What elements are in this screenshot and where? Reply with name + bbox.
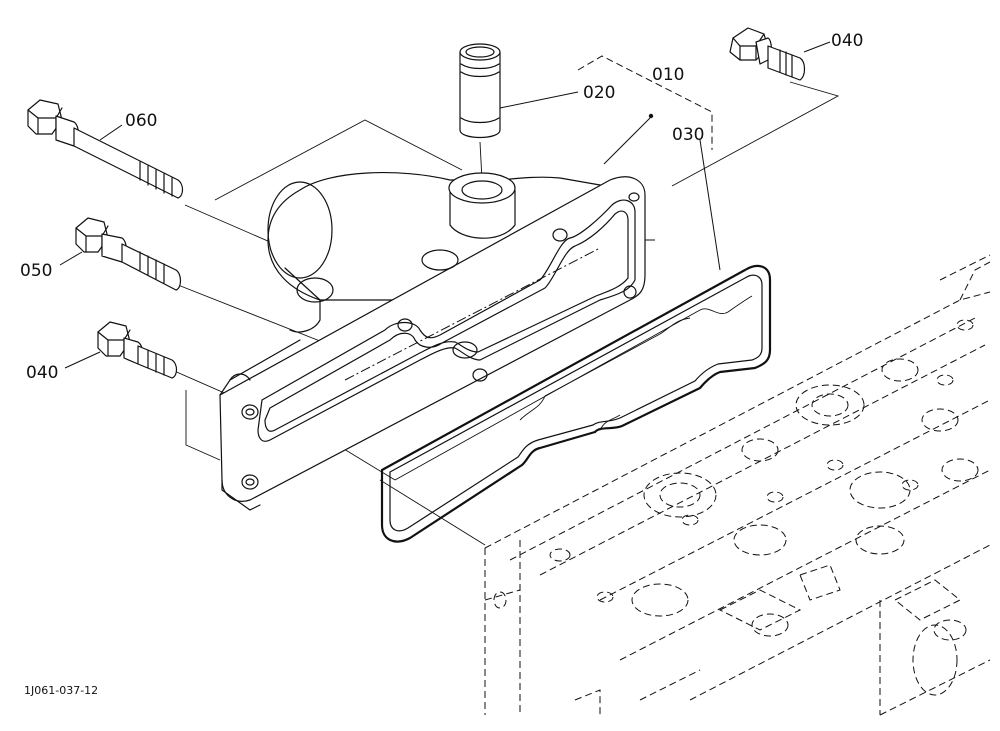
bolt-060	[27, 99, 184, 199]
bolt-040-top	[729, 27, 806, 81]
assembly-bracket-010	[577, 55, 713, 150]
cylinder-head	[484, 254, 991, 716]
thermostat-sleeve	[459, 43, 501, 139]
label-030: 030	[672, 125, 704, 145]
label-050: 050	[20, 261, 52, 281]
bolt-040-left	[97, 321, 178, 379]
label-010: 010	[652, 65, 684, 85]
label-040-top: 040	[831, 31, 863, 51]
label-020: 020	[583, 83, 615, 103]
drawing-number: 1J061-037-12	[24, 684, 98, 697]
gasket	[380, 264, 772, 543]
label-040-left: 040	[26, 363, 58, 383]
bolt-050	[75, 217, 182, 291]
thermostat-cover	[219, 171, 646, 511]
label-060: 060	[125, 111, 157, 131]
leader-lines	[59, 41, 831, 369]
